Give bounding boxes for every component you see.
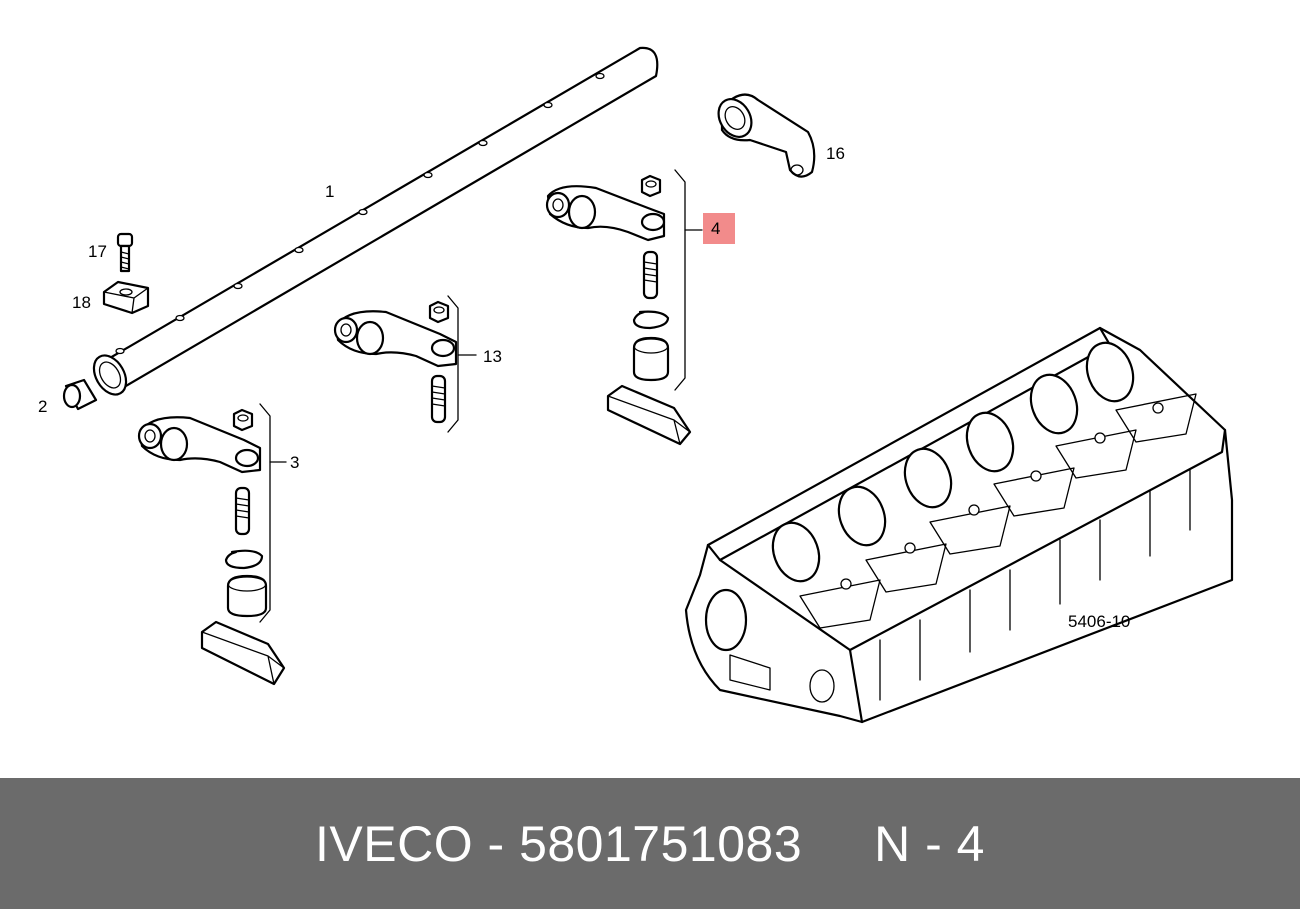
footer-gap	[802, 816, 874, 872]
position-label: N - 4	[874, 815, 985, 872]
brand-name: IVECO	[315, 815, 474, 872]
rocker-shaft	[92, 46, 659, 396]
callout-4: 4	[711, 219, 720, 238]
callout-17: 17	[88, 242, 107, 261]
exploded-parts-diagram: 1 2 3 4 13 16 17 18 5406-10	[38, 46, 1234, 724]
cylinder-head	[684, 326, 1234, 724]
footer-banner: IVECO - 5801751083 N - 4	[0, 778, 1300, 909]
group-13-bracket	[447, 295, 459, 433]
rocker-bracket	[717, 93, 816, 178]
group-4-bracket	[674, 169, 686, 391]
callout-18: 18	[72, 293, 91, 312]
callout-4-highlight	[703, 213, 735, 244]
callout-13: 13	[483, 347, 502, 366]
bolt	[116, 232, 134, 273]
callout-16: 16	[826, 144, 845, 163]
diagram-drawing: 1 2 3 4 13 16 17 18 5406-10	[38, 46, 1234, 724]
callout-1: 1	[325, 182, 334, 201]
rocker-assembly-3	[137, 408, 286, 686]
rocker-assembly-4	[545, 174, 692, 446]
reference-code: 5406-10	[1068, 612, 1130, 631]
footer-text: IVECO - 5801751083 N - 4	[315, 815, 985, 873]
rocker-assembly-13	[333, 300, 458, 424]
callout-2: 2	[38, 397, 47, 416]
callout-3: 3	[290, 453, 299, 472]
part-number: 5801751083	[519, 815, 803, 872]
group-3-bracket	[259, 403, 271, 623]
brand-separator: -	[473, 815, 520, 872]
shaft-plug	[62, 378, 98, 411]
shaft-support	[102, 280, 150, 315]
